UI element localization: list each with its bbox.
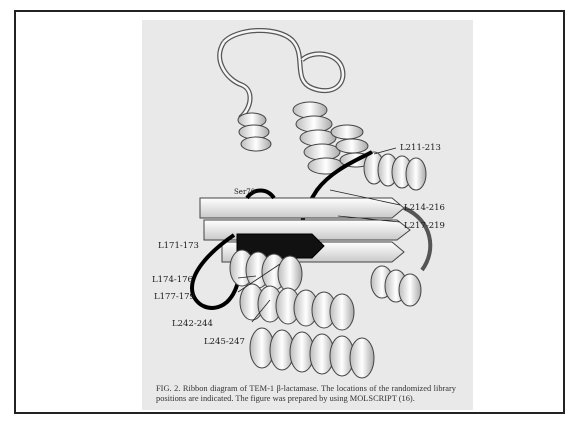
upper-helix-1 xyxy=(238,113,271,151)
label-l174-176: L174-176 xyxy=(152,275,193,285)
lower-helix-1 xyxy=(230,250,302,292)
label-l211-213: L211-213 xyxy=(400,143,441,153)
label-l242-244: L242-244 xyxy=(172,319,213,329)
beta-sheet xyxy=(200,198,410,262)
right-helix xyxy=(371,266,421,306)
slide-frame: L211-213 L214-216 L217-219 Ser70 L171-17… xyxy=(14,10,565,414)
right-coil xyxy=(404,208,430,270)
lower-helix-3 xyxy=(250,328,374,378)
lower-helix-2 xyxy=(240,284,354,330)
upper-helix-4 xyxy=(364,152,426,190)
top-loop-coil-highlight xyxy=(224,30,343,90)
figure-caption: FIG. 2. Ribbon diagram of TEM-1 β-lactam… xyxy=(156,384,456,404)
label-l245-247: L245-247 xyxy=(204,337,245,347)
top-loop-coil xyxy=(224,30,343,90)
label-ser70: Ser70 xyxy=(234,188,255,196)
upper-helix-2 xyxy=(293,102,344,174)
figure-panel: L211-213 L214-216 L217-219 Ser70 L171-17… xyxy=(142,20,473,410)
ribbon-diagram: L211-213 L214-216 L217-219 Ser70 L171-17… xyxy=(142,20,473,410)
label-l177-179: L177-179 xyxy=(154,292,195,302)
label-l214-216: L214-216 xyxy=(404,203,445,213)
label-l217-219: L217-219 xyxy=(404,221,445,231)
left-coil xyxy=(220,42,250,118)
label-l171-173: L171-173 xyxy=(158,241,199,251)
